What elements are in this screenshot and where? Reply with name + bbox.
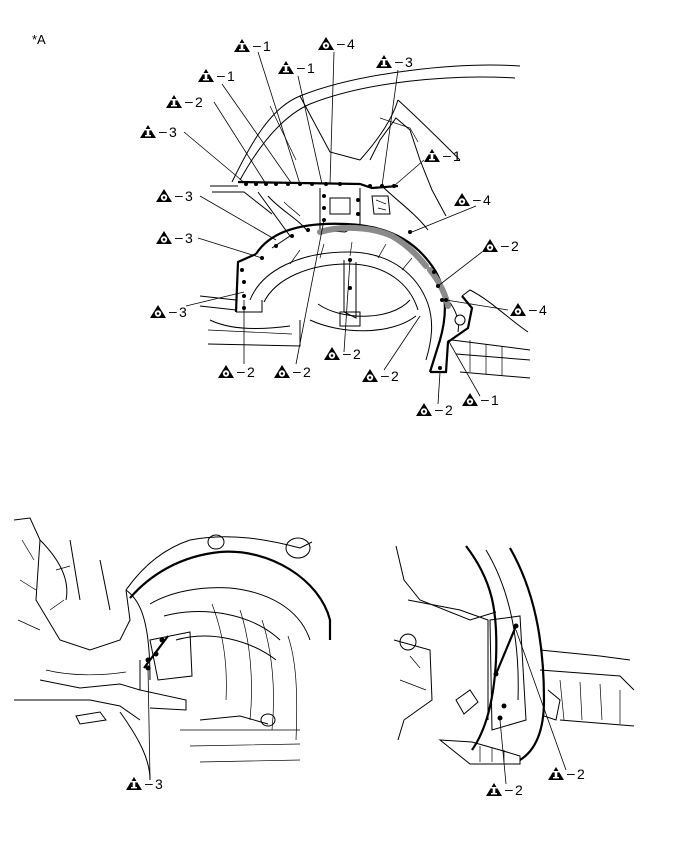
reference-label: *A: [32, 32, 46, 47]
triangle-bolt-o-icon: [416, 403, 432, 416]
svg-text:–: –: [395, 53, 403, 69]
svg-text:–: –: [237, 363, 245, 379]
callout-number: 2: [577, 766, 585, 782]
callout: – 2: [274, 363, 311, 380]
triangle-bolt-o-icon: [362, 369, 378, 382]
callout: – 2: [416, 401, 453, 418]
callout: – 2: [324, 345, 361, 362]
svg-text:–: –: [175, 187, 183, 203]
callout: – 3: [156, 187, 193, 204]
triangle-caution-i-icon: [278, 61, 294, 74]
svg-text:–: –: [435, 401, 443, 417]
callout: – 3: [140, 123, 177, 140]
callout-number: 1: [263, 38, 271, 54]
svg-text:–: –: [293, 363, 301, 379]
svg-text:–: –: [337, 35, 345, 51]
svg-text:–: –: [217, 67, 225, 83]
callout-number: 2: [511, 238, 519, 254]
top-view-body: [199, 64, 531, 379]
callout: – 2: [362, 367, 399, 384]
svg-text:–: –: [253, 37, 261, 53]
callout: – 2: [548, 765, 585, 782]
callout-number: 4: [347, 36, 355, 52]
callout-number: 3: [185, 230, 193, 246]
callout: – 3: [376, 53, 413, 70]
svg-text:–: –: [175, 229, 183, 245]
svg-text:–: –: [443, 147, 451, 163]
callout-number: 4: [539, 302, 547, 318]
triangle-caution-i-icon: [234, 39, 250, 52]
svg-text:–: –: [169, 303, 177, 319]
callout-number: 4: [483, 192, 491, 208]
triangle-bolt-o-icon: [454, 193, 470, 206]
callout-number: 2: [445, 402, 453, 418]
svg-text:–: –: [145, 775, 153, 791]
callout-number: 2: [303, 364, 311, 380]
triangle-bolt-o-icon: [482, 239, 498, 252]
callout: – 3: [156, 229, 193, 246]
callout-number: 3: [185, 188, 193, 204]
callout-number: 3: [155, 776, 163, 792]
triangle-bolt-o-icon: [324, 347, 340, 360]
callout-number: 1: [227, 68, 235, 84]
callout: 1 –: [234, 37, 271, 54]
triangle-bolt-o-icon: [510, 303, 526, 316]
callout-number: 3: [179, 304, 187, 320]
svg-text:–: –: [481, 391, 489, 407]
svg-text:–: –: [567, 765, 575, 781]
svg-text:–: –: [501, 237, 509, 253]
callout: – 2: [218, 363, 255, 380]
svg-text:–: –: [343, 345, 351, 361]
triangle-bolt-o-icon: [150, 305, 166, 318]
triangle-caution-i-icon: [548, 767, 564, 780]
triangle-bolt-o-icon: [218, 365, 234, 378]
svg-text:–: –: [185, 93, 193, 109]
triangle-caution-i-icon: [376, 55, 392, 68]
svg-text:–: –: [529, 301, 537, 317]
callout: – 2: [486, 781, 523, 798]
callout: – 2: [482, 237, 519, 254]
callout-number: 2: [247, 364, 255, 380]
spot-weld-points: [240, 182, 448, 370]
leader-lines: [147, 51, 567, 785]
triangle-bolt-o-icon: [462, 393, 478, 406]
svg-text:–: –: [297, 59, 305, 75]
triangle-bolt-o-icon: [156, 231, 172, 244]
bottom-right-view: [393, 545, 635, 765]
svg-text:–: –: [381, 367, 389, 383]
callout-number: 2: [195, 94, 203, 110]
callout: – 2: [166, 93, 203, 110]
callout-number: 2: [391, 368, 399, 384]
callout: – 3: [150, 303, 187, 320]
svg-text:–: –: [473, 191, 481, 207]
triangle-bolt-o-icon: [156, 189, 172, 202]
triangle-caution-i-icon: [424, 149, 440, 162]
callout: – 4: [454, 191, 491, 208]
callout: – 4: [510, 301, 547, 318]
callout: – 1: [424, 147, 461, 164]
callout: – 1: [462, 391, 499, 408]
svg-text:–: –: [505, 781, 513, 797]
callout: – 4: [318, 35, 355, 52]
callout-number: 1: [307, 60, 315, 76]
callout-number: 3: [405, 54, 413, 70]
callout: – 1: [198, 67, 235, 84]
triangle-caution-i-icon: [166, 95, 182, 108]
callout-number: 2: [353, 346, 361, 362]
svg-text:–: –: [159, 123, 167, 139]
callout-number: 2: [515, 782, 523, 798]
triangle-caution-i-icon: [198, 69, 214, 82]
triangle-caution-i-icon: [140, 125, 156, 138]
callout-number: 3: [169, 124, 177, 140]
callout: – 1: [278, 59, 315, 76]
callout-number: 1: [491, 392, 499, 408]
triangle-caution-i-icon: [486, 783, 502, 796]
callout-number: 1: [453, 148, 461, 164]
triangle-caution-i-icon: [126, 777, 142, 790]
callout: – 3: [126, 775, 163, 792]
triangle-bolt-o-icon: [318, 37, 334, 50]
bottom-left-view: [13, 517, 332, 781]
triangle-bolt-o-icon: [274, 365, 290, 378]
